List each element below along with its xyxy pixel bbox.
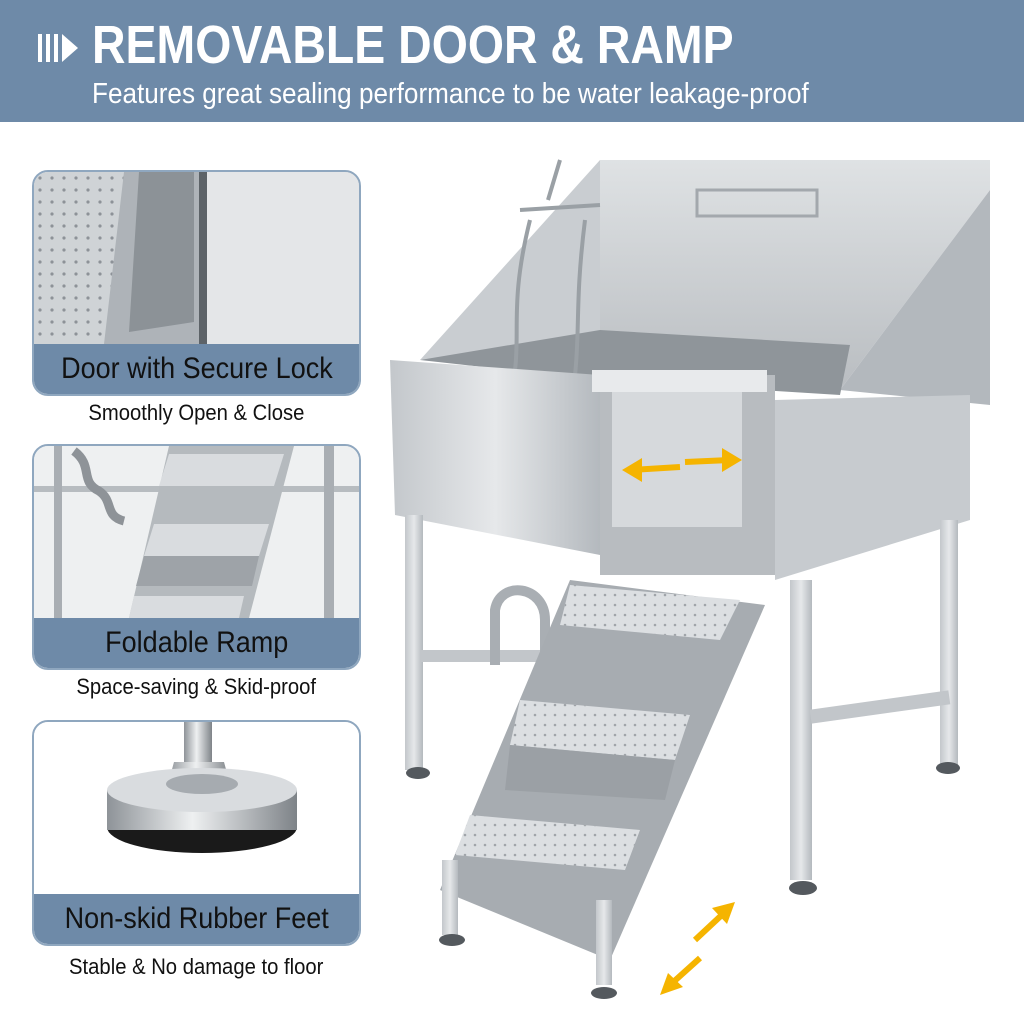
feature-caption: Smoothly Open & Close <box>88 400 305 425</box>
page-subtitle: Features great sealing performance to be… <box>92 78 809 110</box>
feature-card-door: Door with Secure Lock <box>32 170 361 396</box>
chevron-right-icon <box>38 34 78 62</box>
tub-front <box>390 360 600 555</box>
feature-caption: Space-saving & Skid-proof <box>76 674 317 699</box>
feature-card-feet: Non-skid Rubber Feet <box>32 720 361 946</box>
feature-label: Door with Secure Lock <box>34 344 359 394</box>
double-arrow-icon <box>622 448 742 482</box>
header-banner: REMOVABLE DOOR & RAMP Features great sea… <box>0 0 1024 122</box>
tub-door-closeup-image <box>34 172 359 394</box>
feature-label: Foldable Ramp <box>34 618 359 668</box>
grooming-tub-image <box>390 159 990 999</box>
feature-caption: Stable & No damage to floor <box>69 954 324 979</box>
double-arrow-icon <box>660 902 735 995</box>
page-title: REMOVABLE DOOR & RAMP <box>92 15 734 75</box>
feature-card-ramp: Foldable Ramp <box>32 444 361 670</box>
feature-label: Non-skid Rubber Feet <box>34 894 359 944</box>
